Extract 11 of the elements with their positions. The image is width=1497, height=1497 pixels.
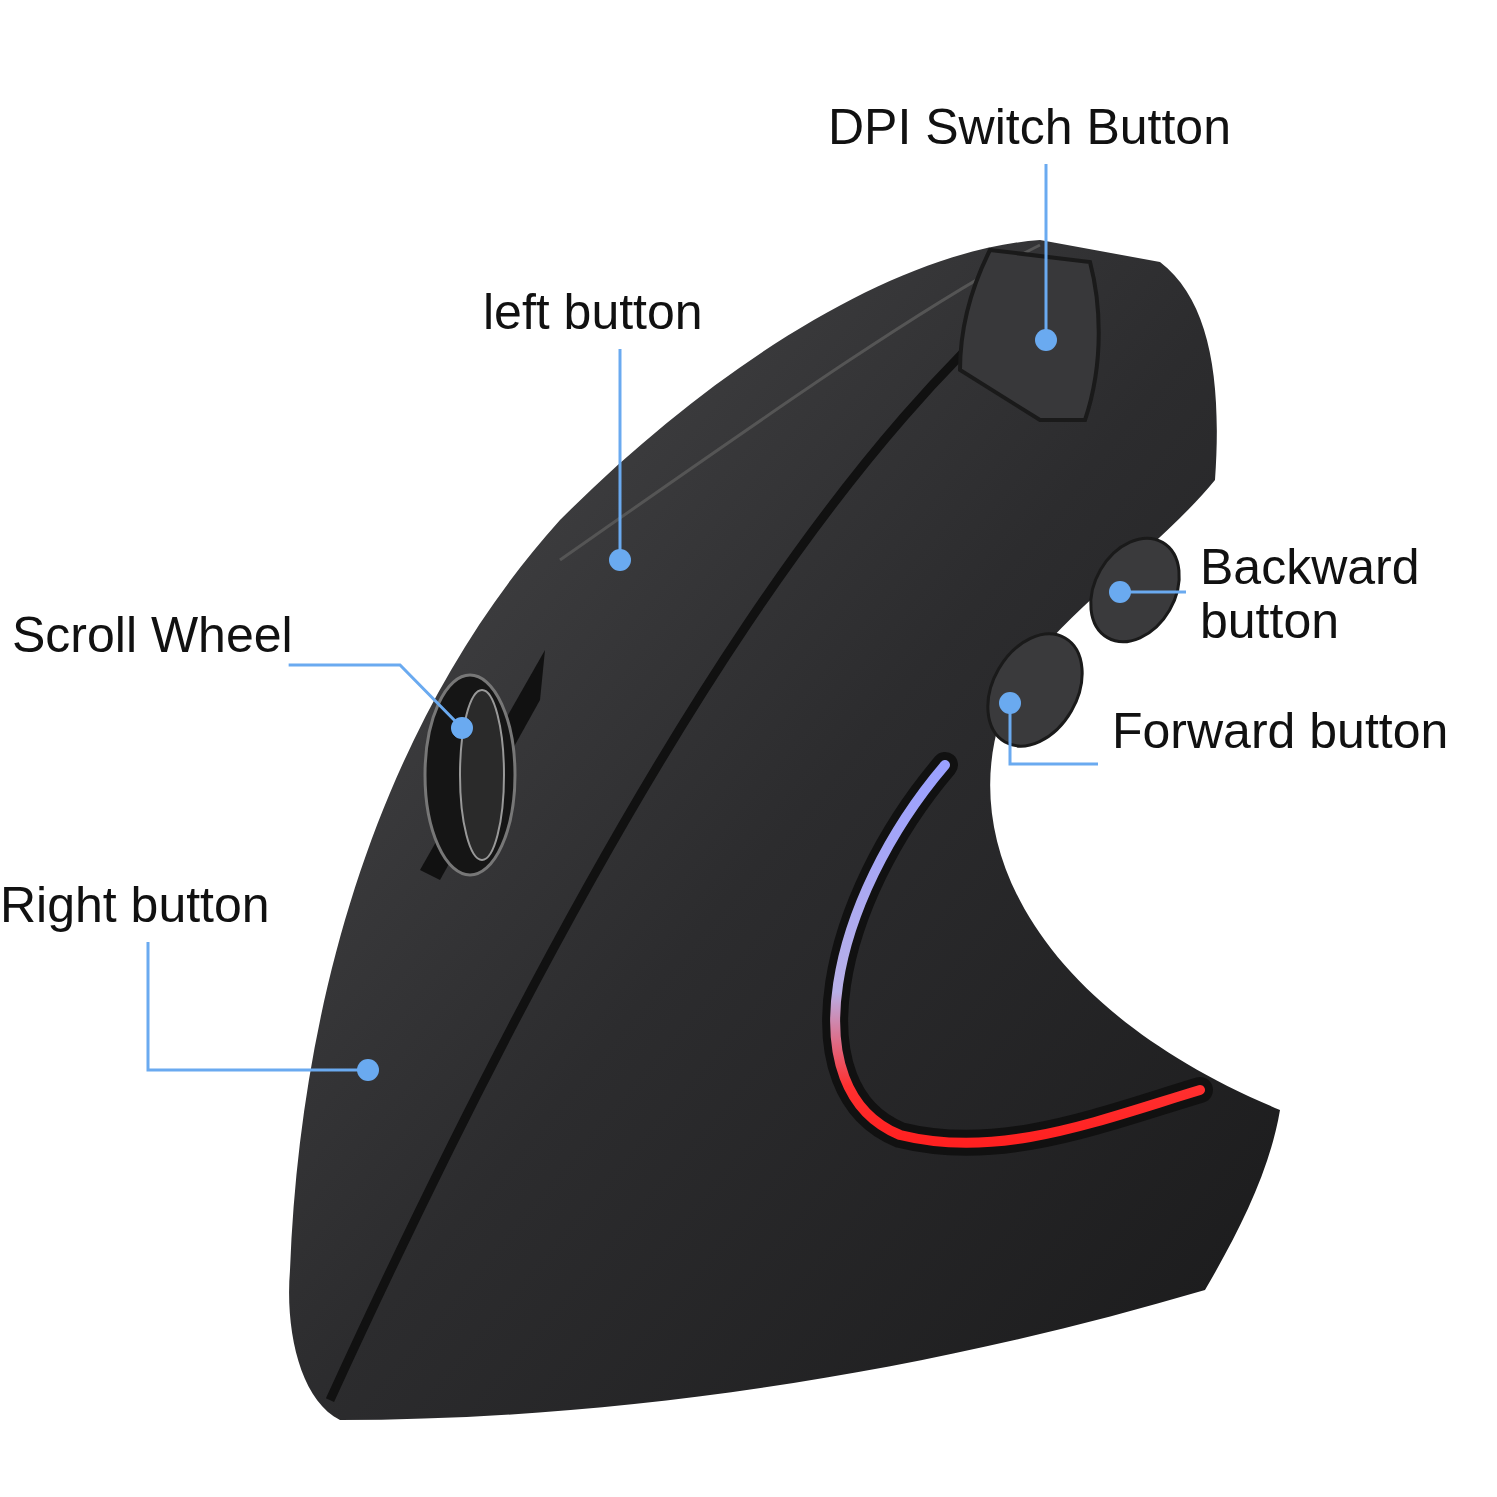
callout-label: Forward button xyxy=(1112,704,1449,758)
callout-label: DPI Switch Button xyxy=(828,100,1231,154)
leader-line xyxy=(1035,164,1057,351)
leader-line xyxy=(288,663,473,739)
callout-label: left button xyxy=(483,285,703,339)
leader-line xyxy=(609,349,631,571)
leader-line xyxy=(146,942,379,1081)
callout-label: Backward button xyxy=(1200,540,1450,648)
callout-label: Scroll Wheel xyxy=(12,608,293,662)
leader-line xyxy=(999,692,1098,766)
callout-label: Right button xyxy=(0,878,270,932)
